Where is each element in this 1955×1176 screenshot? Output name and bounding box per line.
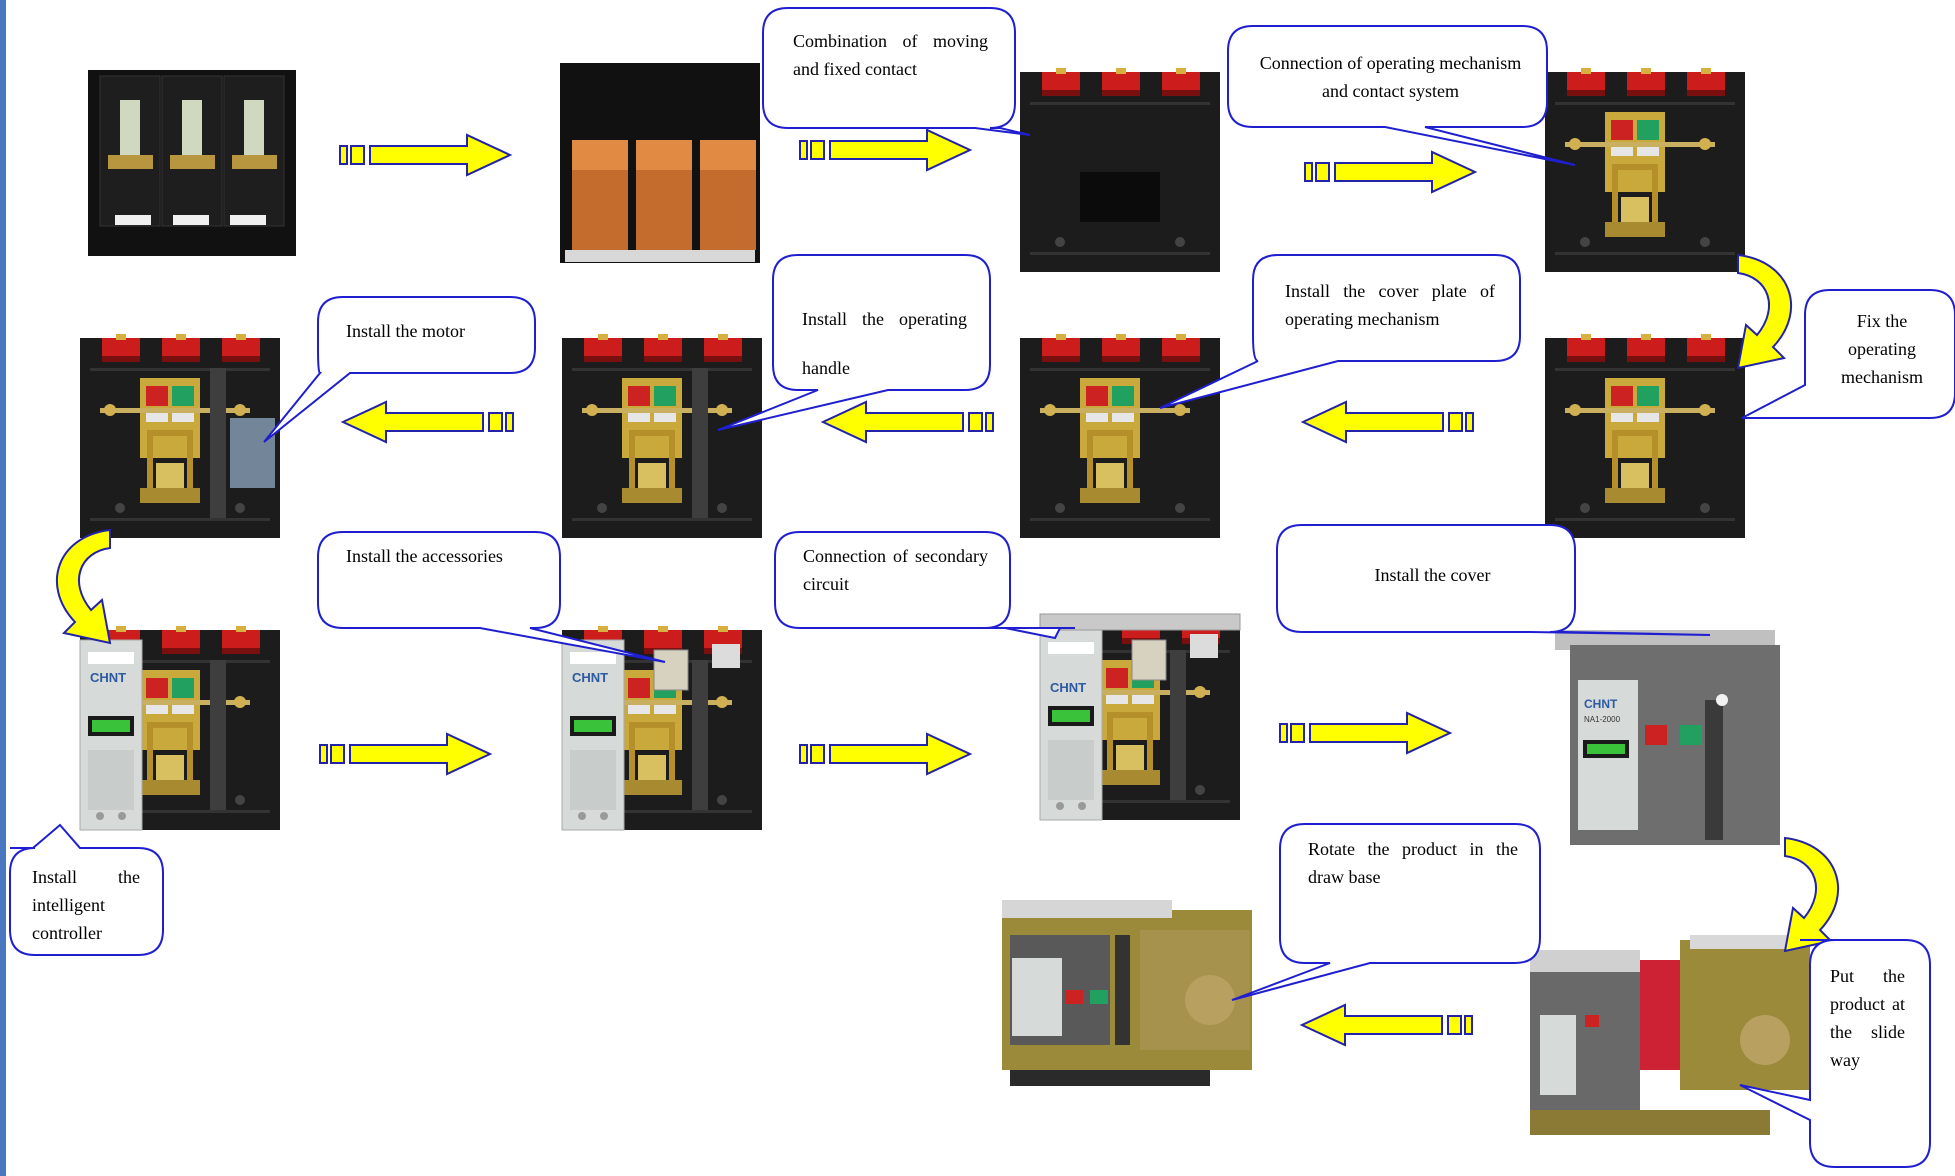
flow-arrow-left [1303,402,1473,442]
step-contacts-photo [560,63,760,263]
flow-arrow-right [319,733,491,775]
step-drawbase-photo [1002,900,1252,1086]
label-combination: Combination of moving and fixed contact [793,31,988,79]
svg-text:CHNT: CHNT [572,670,608,685]
label-install-cover: Install the cover [1374,565,1491,585]
step-combination-photo [1020,68,1220,272]
flow-arrow-curved [55,529,111,644]
label-secondary-circuit: Connection of secondary circuit [803,546,988,594]
step-base-photo [88,70,296,256]
flow-arrow-curved [1784,837,1840,952]
flow-arrow-curved [1737,254,1793,369]
svg-text:CHNT: CHNT [1050,680,1086,695]
step-slideway-photo [1530,935,1810,1135]
step-handle-photo [562,334,762,538]
svg-text:CHNT: CHNT [1584,697,1618,711]
label-motor: Install the motor [346,321,465,341]
label-rotate-draw-base: Rotate the product in the draw base [1308,839,1518,887]
svg-text:NA1-2000: NA1-2000 [1584,715,1621,724]
flow-arrow-right [1279,712,1451,754]
flow-arrow-left [823,402,993,442]
callouts [9,7,1955,1168]
flow-arrow-left [1302,1005,1472,1045]
step-motor-photo [80,334,280,538]
svg-text:CHNT: CHNT [90,670,126,685]
step-connection-photo [1545,68,1745,272]
label-operating-handle: Install the operating handle [802,309,967,378]
flow-arrow-right [799,733,971,775]
label-connection-operating: Connection of operating mechanism and co… [1259,53,1522,101]
left-page-border [0,0,6,1176]
label-cover-plate: Install the cover plate of operating mec… [1285,281,1495,329]
step-coverplate-photo [1020,334,1220,538]
flow-arrow-right [799,129,971,171]
step-accessories-photo: CHNT [562,626,762,830]
step-cover-photo: CHNT NA1-2000 [1555,630,1780,845]
label-intelligent-controller: Install the intelligent controller [32,867,140,943]
label-slide-way: Put the product at the slide way [1830,966,1905,1070]
flow-arrow-left [343,402,513,442]
label-accessories: Install the accessories [346,546,503,566]
flow-arrow-right [1304,151,1476,193]
label-fix-mechanism: Fix the operating mechanism [1841,311,1923,387]
step-controller-photo: CHNT [80,626,280,830]
flow-arrow-right [339,134,511,176]
step-secondary-photo: CHNT [1040,614,1240,820]
step-fix-photo [1545,334,1745,538]
